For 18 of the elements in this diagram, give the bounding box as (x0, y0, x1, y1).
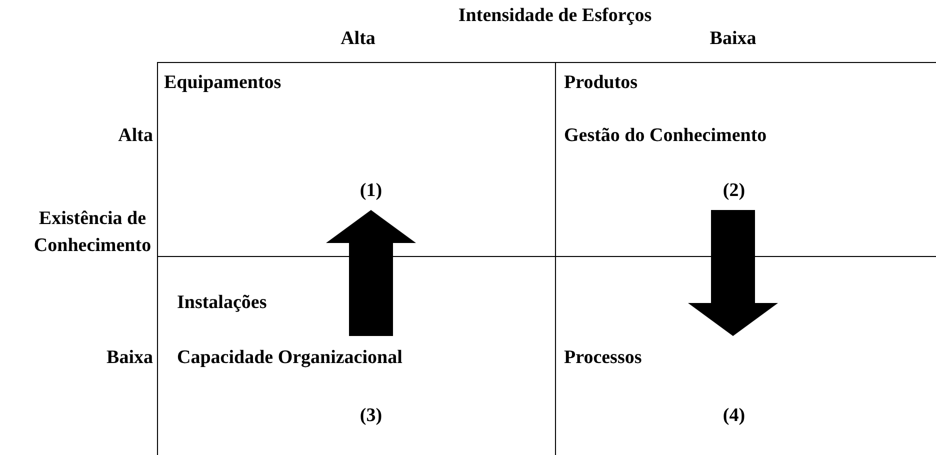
axis-title: Intensidade de Esforços (457, 4, 653, 28)
quadrant-text: Capacidade Organizacional (177, 347, 402, 369)
row-heading: Baixa (106, 346, 153, 370)
quadrant-number: (4) (722, 405, 746, 427)
block-arrow (688, 210, 778, 336)
row-heading: Alta (117, 124, 153, 148)
quadrant-text: Produtos (564, 72, 638, 94)
block-arrow (326, 210, 416, 336)
column-heading: Baixa (708, 27, 758, 51)
quadrant-number: (2) (722, 180, 746, 202)
quadrant-number: (1) (360, 180, 382, 202)
column-heading: Alta (340, 27, 376, 51)
axis-title: Existência de Conhecimento (32, 207, 152, 258)
quadrant-text: Equipamentos (164, 72, 282, 94)
quadrant-text: Instalações (177, 292, 267, 314)
quadrant-text: Gestão do Conhecimento (564, 125, 767, 147)
quadrant-text: Processos (564, 347, 642, 369)
quadrant-number: (3) (360, 405, 382, 427)
